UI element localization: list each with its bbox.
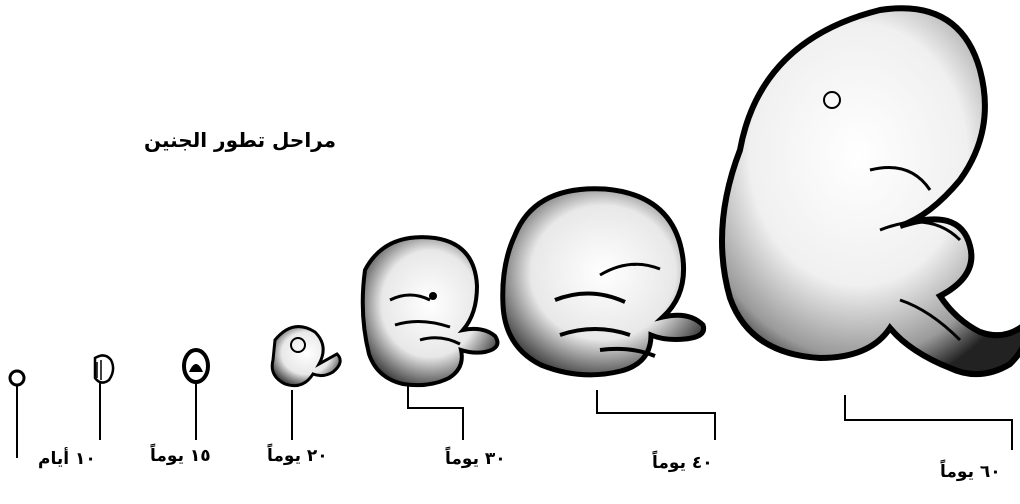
embryo-stage-15-days [184,350,208,440]
stage-label-40-days: ٤٠ يوماً [652,453,713,473]
embryo-stage-40-days [503,189,715,440]
embryo-stage-30-days [363,237,498,440]
stage-label-10-days: ١٠ أيام [38,449,96,469]
embryo-stage-20-days [272,327,340,440]
embryo-stage-10-days [95,355,113,440]
embryo-stage-60-days [722,8,1020,450]
diagram-title: مراحل تطور الجنين [115,128,365,152]
stage-label-20-days: ٢٠ يوماً [267,446,328,466]
stage-label-30-days: ٣٠ يوماً [445,449,506,469]
stage-label-15-days: ١٥ يوماً [150,446,211,466]
embryo-stage-0 [10,371,24,458]
stage-label-60-days: ٦٠ يوماً [940,462,1001,482]
